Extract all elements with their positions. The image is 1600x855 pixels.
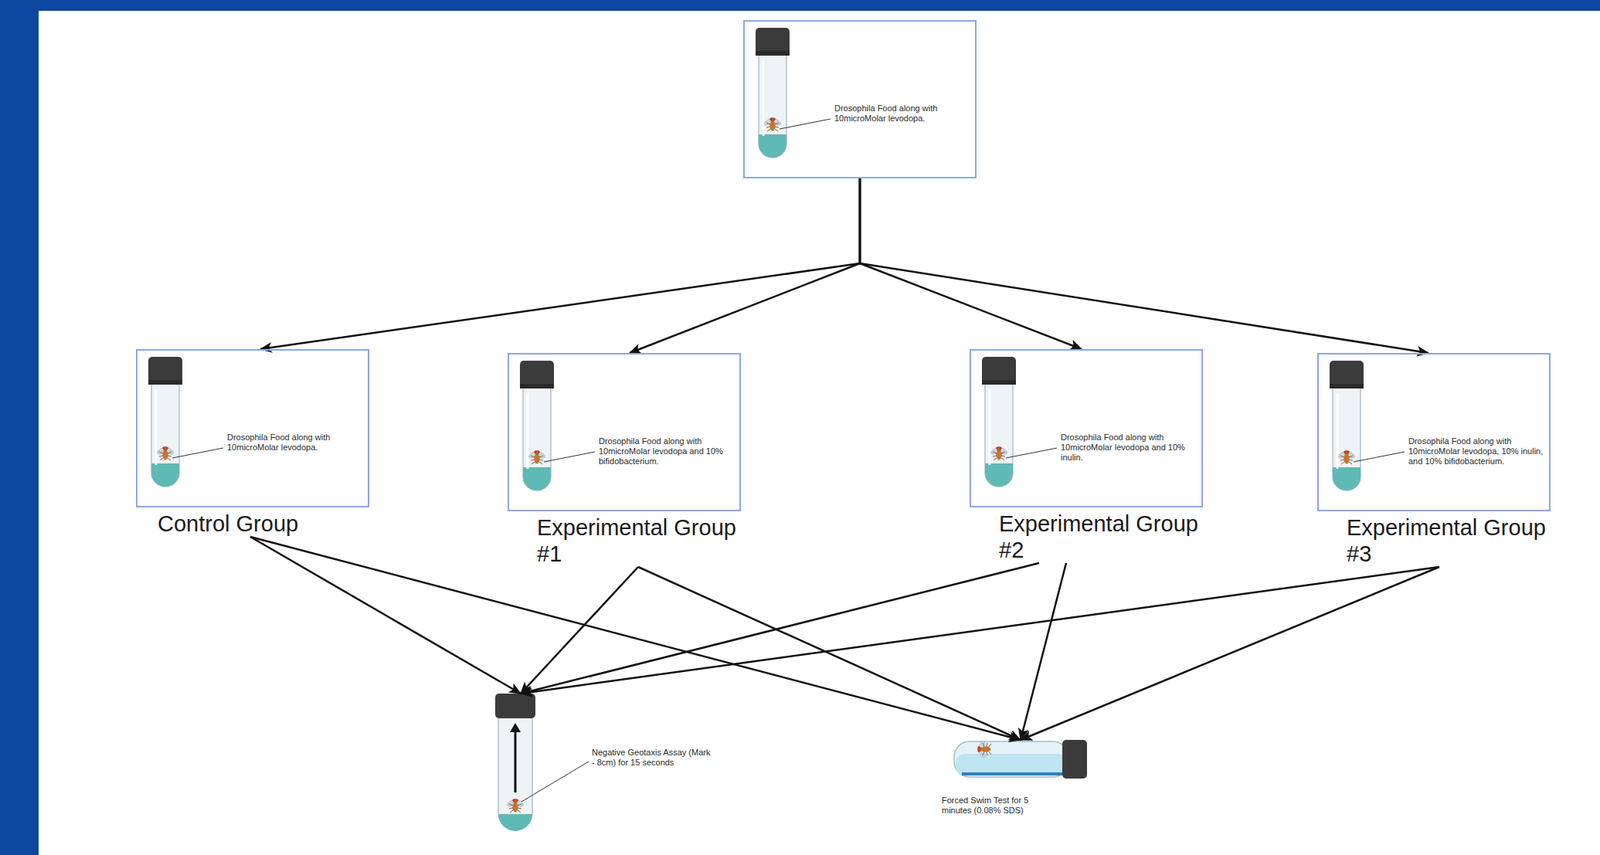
group-heading: Experimental Group #1 — [536, 514, 738, 568]
group-heading: Control Group — [157, 510, 359, 537]
arrow-connector — [250, 536, 521, 694]
group-box: Drosophila Food along with 10microMolar … — [969, 349, 1203, 564]
box-outline: Drosophila Food along with 10microMolar … — [135, 349, 370, 508]
assay-label: Forced Swim Test for 5 minutes (0.08% SD… — [941, 795, 1058, 816]
food-label: Drosophila Food along with 10microMolar … — [598, 436, 737, 467]
arrow-connector — [638, 567, 1021, 741]
arrow-connector — [260, 178, 860, 350]
group-box: Drosophila Food along with 10microMolar … — [135, 349, 370, 537]
group-heading: Experimental Group #3 — [1346, 514, 1548, 568]
box-outline: Drosophila Food along with 10microMolar … — [1317, 353, 1551, 512]
arrow-connector — [859, 178, 1429, 354]
box-outline: Drosophila Food along with 10microMolar … — [743, 20, 977, 179]
arrow-connector — [520, 567, 639, 694]
group-heading: Experimental Group #2 — [998, 510, 1200, 564]
food-label: Drosophila Food along with 10microMolar … — [227, 432, 365, 453]
arrow-connector — [520, 567, 1440, 694]
box-outline: Drosophila Food along with 10microMolar … — [969, 349, 1203, 508]
group-box: Drosophila Food along with 10microMolar … — [743, 20, 977, 179]
assay-node: Negative Geotaxis Assay (Mark - 8cm) for… — [495, 693, 720, 829]
assay-node: Forced Swim Test for 5 minutes (0.08% SD… — [938, 740, 1094, 827]
box-outline: Drosophila Food along with 10microMolar … — [507, 353, 741, 512]
arrow-connector — [859, 178, 1082, 350]
arrow-connector — [520, 563, 1040, 694]
group-box: Drosophila Food along with 10microMolar … — [507, 353, 741, 568]
group-box: Drosophila Food along with 10microMolar … — [1317, 353, 1551, 568]
arrow-connector — [629, 178, 860, 354]
arrow-connector — [250, 536, 1021, 741]
arrow-connector — [1020, 563, 1067, 741]
arrow-connector — [1020, 567, 1440, 741]
food-label: Drosophila Food along with 10microMolar … — [1408, 436, 1546, 467]
assay-label: Negative Geotaxis Assay (Mark - 8cm) for… — [591, 747, 716, 768]
food-label: Drosophila Food along with 10microMolar … — [1060, 432, 1199, 463]
food-label: Drosophila Food along with 10microMolar … — [834, 103, 972, 124]
